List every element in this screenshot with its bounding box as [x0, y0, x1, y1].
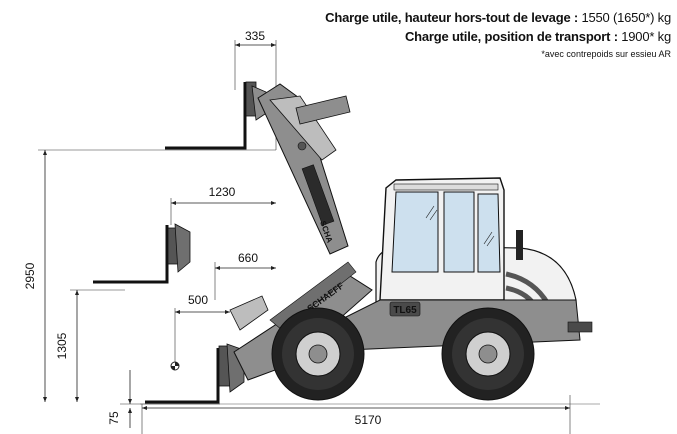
payload-transport-value: 1900*	[621, 29, 655, 44]
dim-low-reach: 660	[214, 251, 276, 300]
dim-load-center: 500	[170, 293, 230, 371]
model-badge-text: TL65	[393, 305, 417, 316]
fork-top	[165, 81, 269, 150]
payload-max-lift-unit: kg	[657, 10, 672, 25]
dim-overall-length-label: 5170	[355, 413, 382, 427]
counterweight-footnote: *avec contrepoids sur essieu AR	[541, 49, 671, 59]
dim-mid-reach-label: 1230	[209, 185, 236, 199]
front-wheel	[271, 307, 365, 401]
fork-low	[145, 343, 245, 404]
payload-transport-label: Charge utile, position de transport :	[404, 29, 618, 44]
dim-mid-reach: 1230	[170, 185, 276, 225]
payload-max-lift-line: Charge utile, hauteur hors-tout de levag…	[325, 10, 671, 25]
dim-overall-length: 5170	[141, 395, 571, 434]
dim-top-offset-label: 335	[245, 29, 265, 43]
dim-max-height: 2950	[23, 149, 276, 402]
dim-top-offset: 335	[234, 29, 277, 150]
boom-raised: SCHA	[257, 83, 351, 255]
payload-max-lift-value: 1550 (1650*)	[581, 10, 655, 25]
exhaust-pipe	[516, 230, 523, 260]
dim-mid-height-label: 1305	[55, 332, 69, 359]
rear-wheel	[441, 307, 535, 401]
dim-low-reach-label: 660	[238, 251, 258, 265]
payload-transport-line: Charge utile, position de transport : 19…	[405, 29, 671, 44]
dim-mid-height: 1305	[55, 289, 125, 402]
payload-max-lift-label: Charge utile, hauteur hors-tout de levag…	[325, 10, 579, 25]
dim-ground-clearance-label: 75	[107, 411, 121, 425]
payload-transport-unit: kg	[657, 29, 672, 44]
dim-ground-clearance: 75	[107, 370, 220, 428]
dim-max-height-label: 2950	[23, 262, 37, 289]
fork-mid	[93, 223, 191, 284]
dim-load-center-label: 500	[188, 293, 208, 307]
cab	[379, 177, 505, 301]
model-badge	[389, 301, 421, 317]
